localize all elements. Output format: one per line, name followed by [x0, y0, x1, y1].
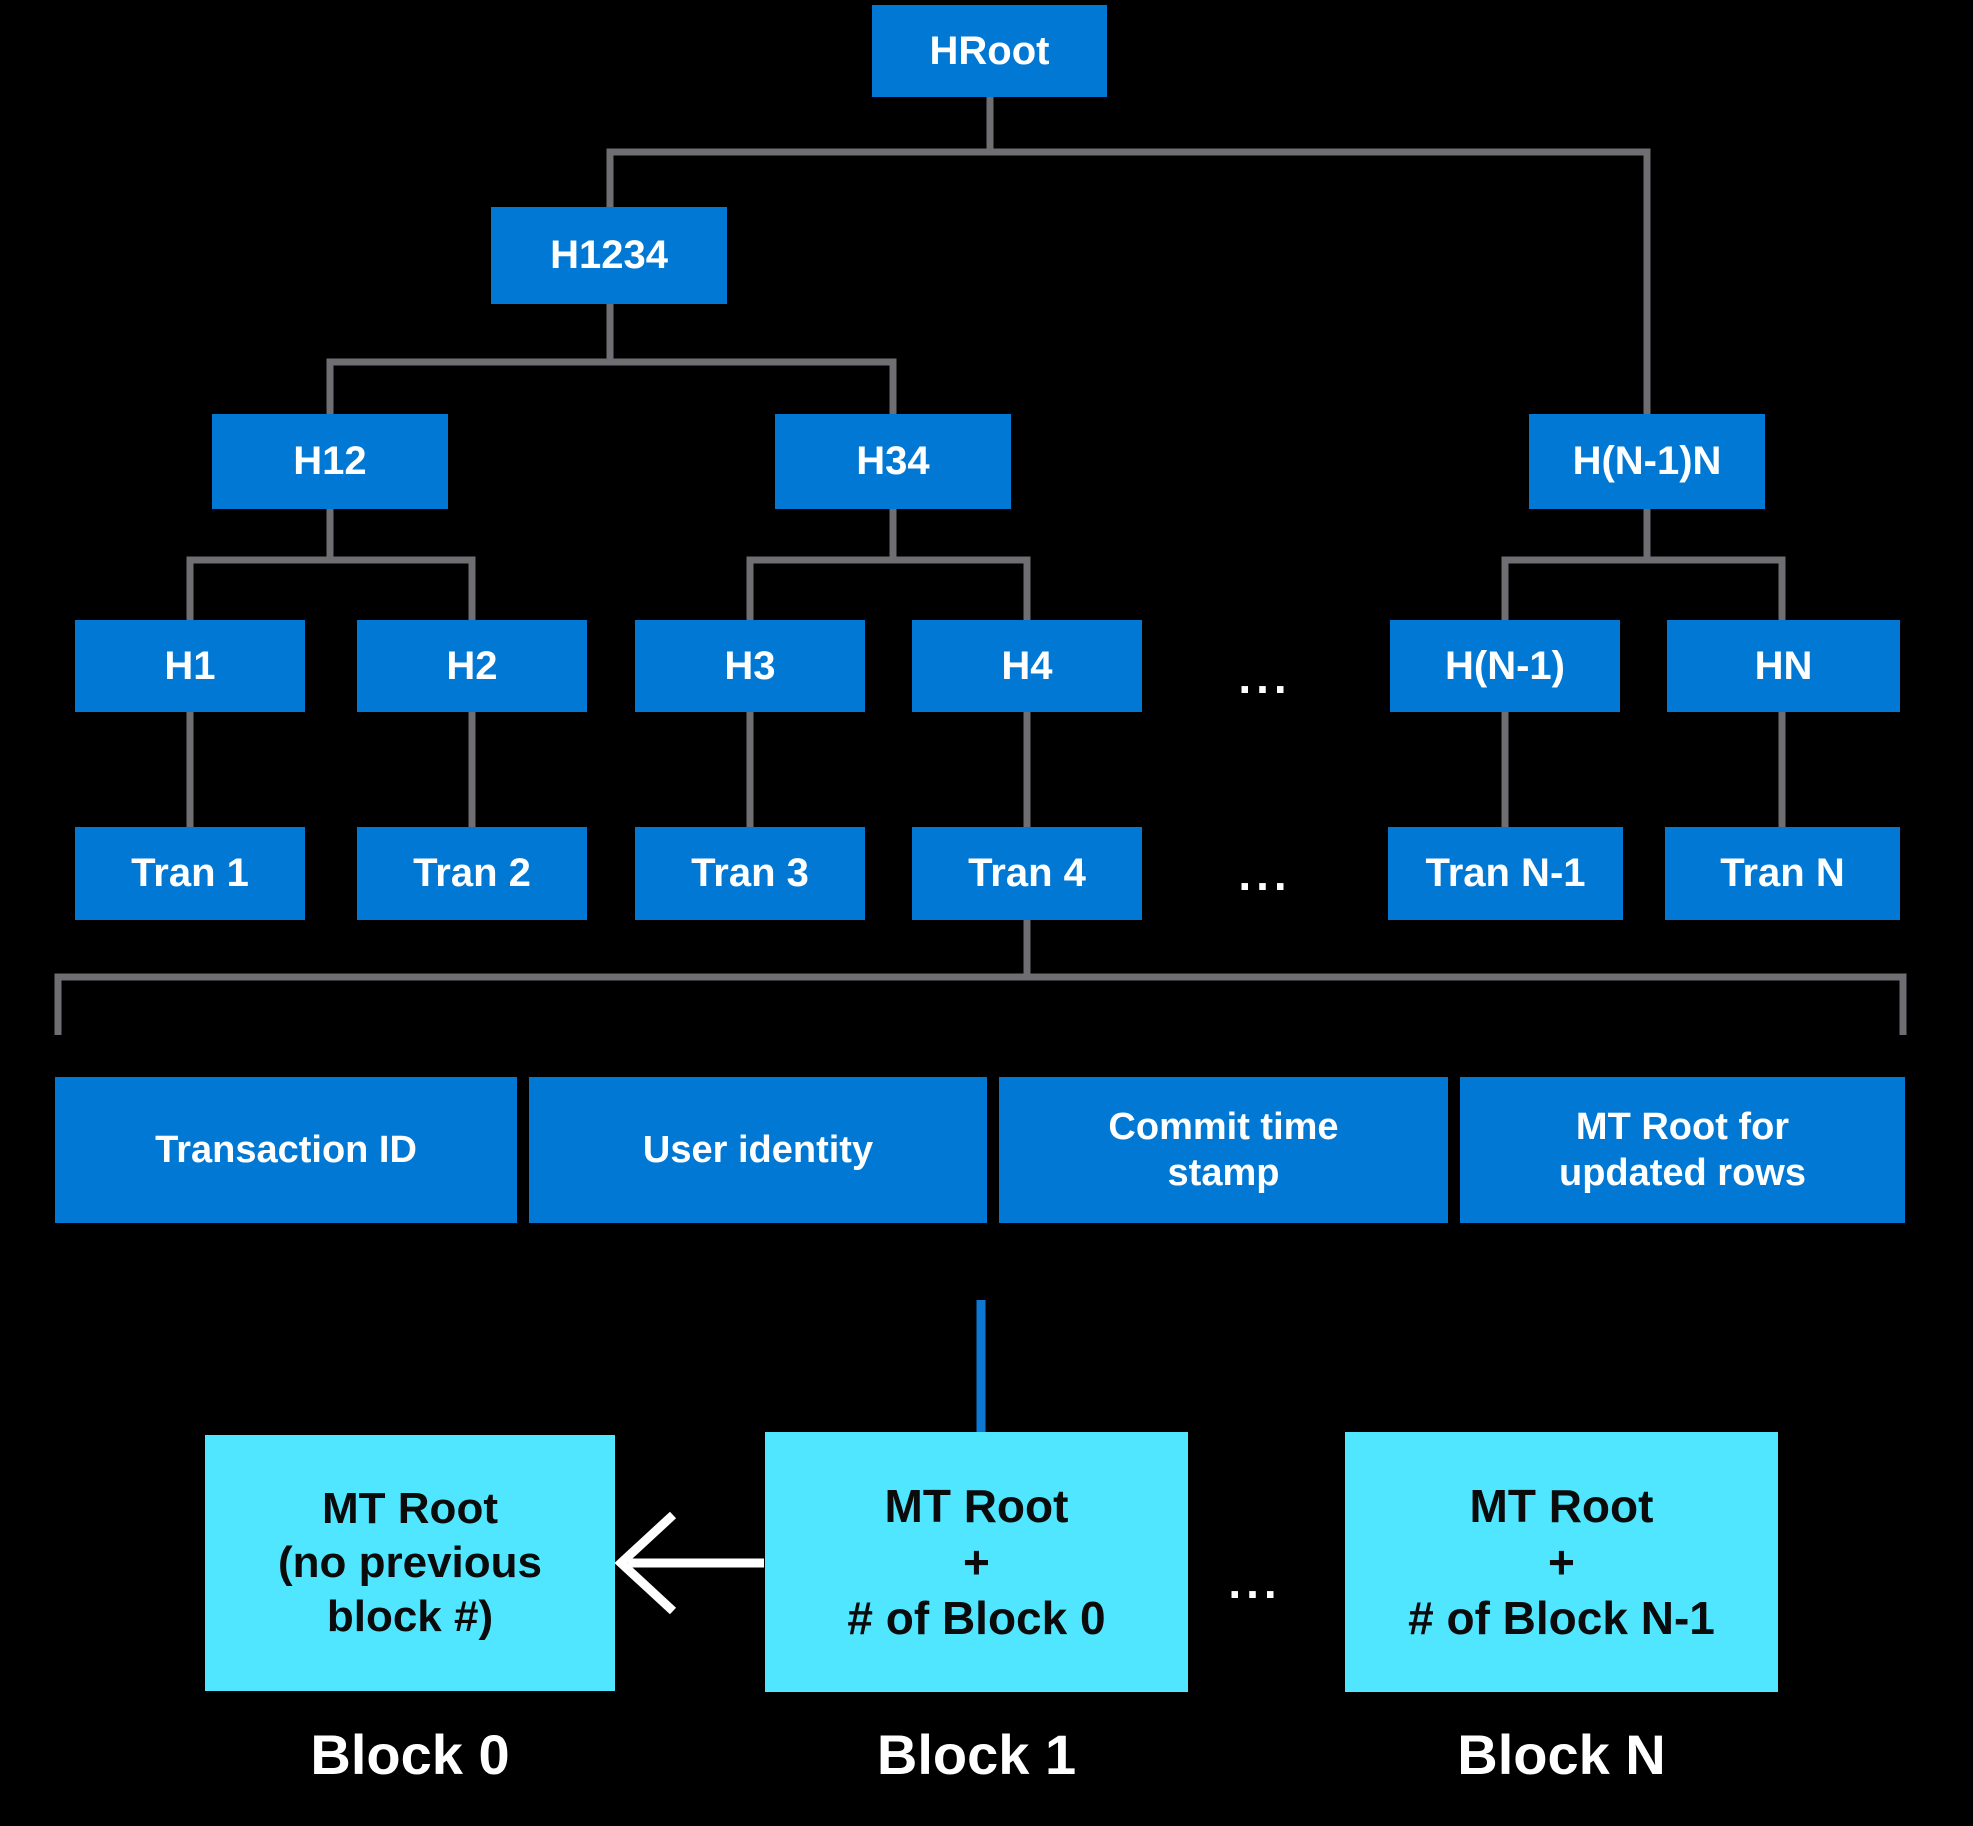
detail-cell-user-identity: User identity — [529, 1077, 987, 1223]
blockN-label: Block N — [1457, 1722, 1666, 1786]
arrow-head — [614, 1511, 677, 1615]
node-h4: H4 — [912, 620, 1142, 712]
ellipsis-tran-row: ... — [1238, 848, 1292, 900]
block0-box: MT Root (no previous block #) — [205, 1435, 615, 1691]
node-h12: H12 — [212, 414, 448, 509]
node-trann: Tran N — [1665, 827, 1900, 920]
connector-tran4-detail-bracket — [54, 920, 1907, 1035]
node-h34: H34 — [775, 414, 1011, 509]
connector-h1234-children — [326, 304, 897, 414]
node-tran3: Tran 3 — [635, 827, 865, 920]
detail-cell-mt-root: MT Root for updated rows — [1460, 1077, 1905, 1223]
arrow-block1-to-block0 — [614, 1511, 764, 1615]
node-tran4: Tran 4 — [912, 827, 1142, 920]
node-h1234: H1234 — [491, 207, 727, 304]
connector-hroot-children — [606, 97, 1651, 414]
connector-hn1n-children — [1501, 509, 1786, 620]
ellipsis-block-row: ... — [1228, 1556, 1282, 1608]
block0-label: Block 0 — [310, 1722, 510, 1786]
node-trann1: Tran N-1 — [1388, 827, 1623, 920]
node-hn1: H(N-1) — [1390, 620, 1620, 712]
node-hroot: HRoot — [872, 5, 1107, 97]
connector-h12-children — [186, 509, 476, 620]
node-hn1n: H(N-1)N — [1529, 414, 1765, 509]
node-hn: HN — [1667, 620, 1900, 712]
block1-box: MT Root + # of Block 0 — [765, 1432, 1188, 1692]
node-h3: H3 — [635, 620, 865, 712]
connector-h34-children — [746, 509, 1031, 620]
node-tran2: Tran 2 — [357, 827, 587, 920]
node-h1: H1 — [75, 620, 305, 712]
block1-label: Block 1 — [876, 1722, 1077, 1786]
blockN-box: MT Root + # of Block N-1 — [1345, 1432, 1778, 1692]
node-tran1: Tran 1 — [75, 827, 305, 920]
node-h2: H2 — [357, 620, 587, 712]
detail-cell-transaction-id: Transaction ID — [55, 1077, 517, 1223]
ellipsis-hash-row: ... — [1238, 651, 1292, 703]
detail-cell-commit-time-stamp: Commit time stamp — [999, 1077, 1448, 1223]
